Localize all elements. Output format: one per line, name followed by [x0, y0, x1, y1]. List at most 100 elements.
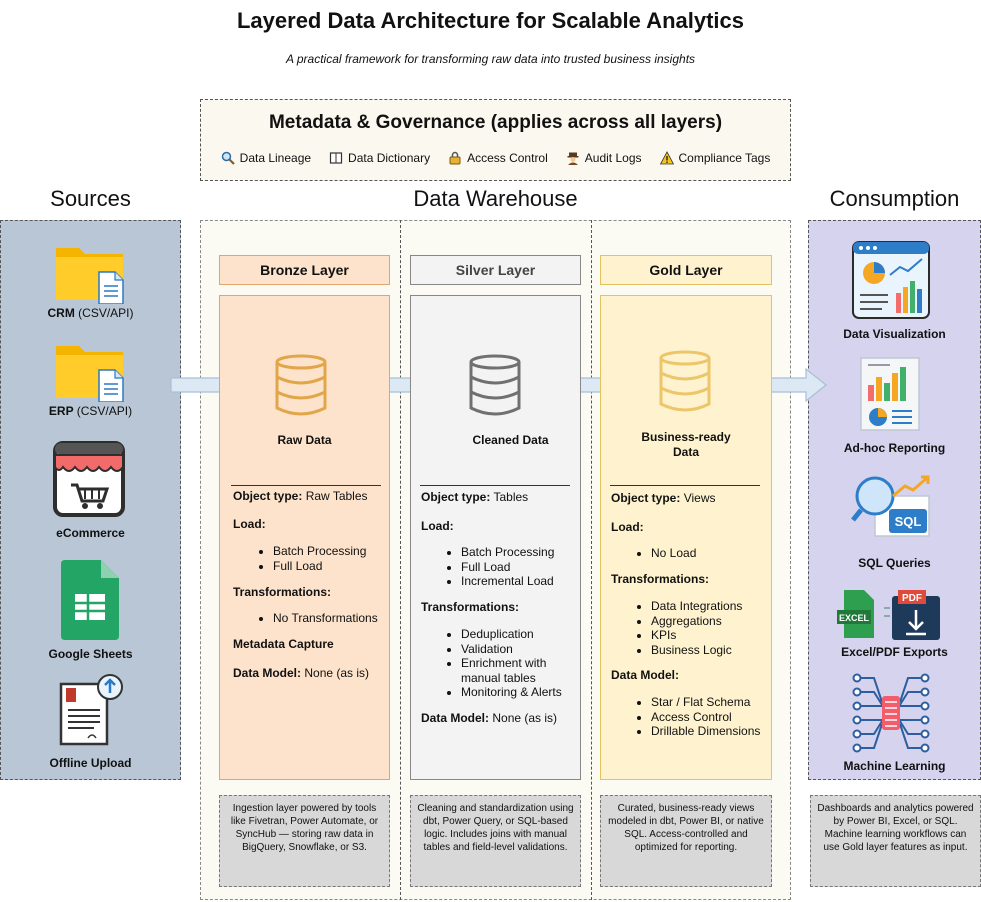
bronze-metadata-capture: Metadata Capture	[233, 637, 334, 652]
silver-load-list: Batch Processing Full Load Incremental L…	[443, 545, 554, 589]
field-value: Raw Tables	[305, 489, 368, 503]
gold-db-label: Business-ready Data	[600, 430, 772, 460]
separator	[420, 485, 570, 486]
detective-icon	[567, 152, 579, 165]
source-note: (CSV/API)	[76, 404, 133, 418]
bronze-db-label: Raw Data	[277, 433, 332, 447]
database-icon	[275, 354, 327, 416]
consumption-machine-learning: Machine Learning	[843, 759, 946, 773]
bronze-note: Ingestion layer powered by tools like Fi…	[219, 795, 390, 887]
source-label: CRM	[47, 306, 75, 320]
governance-item-label: Audit Logs	[584, 151, 642, 165]
field-label: Object type:	[421, 490, 491, 504]
list-item: Star / Flat Schema	[651, 695, 763, 710]
gold-transformations-list: Data Integrations Aggregations KPIs Busi…	[633, 599, 742, 657]
list-item: Enrichment with manual tables	[461, 656, 573, 685]
governance-item-audit: Audit Logs	[566, 151, 642, 165]
field-label: Data Model:	[421, 711, 490, 725]
field-label: Transformations:	[421, 600, 520, 614]
bronze-object-type: Object type: Raw Tables	[233, 489, 368, 504]
field-value: None (as is)	[304, 666, 370, 680]
gold-data-model-list: Star / Flat Schema Access Control Drilla…	[633, 695, 763, 739]
gold-transformations-label: Transformations:	[611, 572, 709, 587]
svg-text:EXCEL: EXCEL	[839, 613, 870, 623]
sql-search-icon: SQL	[851, 475, 930, 537]
silver-layer-body	[410, 295, 581, 780]
field-label: Transformations:	[611, 572, 710, 586]
governance-item-compliance: Compliance Tags	[659, 151, 771, 165]
layer-divider	[591, 220, 592, 900]
source-google-sheets: Google Sheets	[48, 647, 133, 661]
silver-db-label: Cleaned Data	[472, 433, 549, 447]
lock-icon	[449, 151, 461, 165]
field-value: None (as is)	[492, 711, 558, 725]
field-label: Load:	[421, 519, 454, 533]
governance-box: Metadata & Governance (applies across al…	[200, 99, 791, 181]
governance-item-lineage: Data Lineage	[221, 151, 311, 165]
svg-text:SQL: SQL	[895, 514, 922, 529]
source-offline-upload: Offline Upload	[49, 756, 132, 770]
governance-items: Data Lineage Data Dictionary Access Cont…	[201, 151, 790, 165]
bronze-layer-header: Bronze Layer	[219, 255, 390, 285]
gold-data-model-label: Data Model:	[611, 668, 679, 683]
governance-item-access: Access Control	[448, 151, 548, 165]
consumption-excel-pdf-exports: Excel/PDF Exports	[841, 645, 948, 659]
field-label: Load:	[611, 520, 644, 534]
separator	[610, 485, 760, 486]
field-label: Transformations:	[233, 585, 332, 599]
consumption-heading: Consumption	[829, 186, 960, 211]
list-item: Drillable Dimensions	[651, 724, 763, 739]
consumption-data-visualization: Data Visualization	[843, 327, 946, 341]
silver-load-label: Load:	[421, 519, 454, 534]
list-item: Data Integrations	[651, 599, 742, 614]
gold-layer-header: Gold Layer	[600, 255, 772, 285]
source-note: (CSV/API)	[78, 306, 134, 320]
consumption-ad-hoc-reporting: Ad-hoc Reporting	[843, 441, 946, 455]
consumption-sql-queries: SQL Queries	[858, 556, 931, 570]
silver-note: Cleaning and standardization using dbt, …	[410, 795, 581, 887]
report-icon	[860, 357, 920, 431]
governance-item-label: Compliance Tags	[678, 151, 771, 165]
bronze-load-list: Batch Processing Full Load	[255, 544, 366, 573]
sheets-icon	[61, 560, 119, 640]
field-label: Data Model:	[233, 666, 302, 680]
consumption-note: Dashboards and analytics powered by Powe…	[810, 795, 981, 887]
list-item: Full Load	[273, 559, 366, 574]
magnifier-icon	[221, 151, 235, 165]
list-item: Business Logic	[651, 643, 742, 658]
field-value: Tables	[493, 490, 529, 504]
database-icon	[469, 354, 521, 416]
bronze-data-model: Data Model: None (as is)	[233, 666, 369, 681]
excel-pdf-icon: EXCEL PDF	[837, 590, 940, 640]
governance-item-label: Data Lineage	[239, 151, 312, 165]
list-item: Access Control	[651, 710, 763, 725]
gold-object-type: Object type: Views	[611, 491, 716, 506]
book-icon	[329, 152, 343, 164]
gold-note: Curated, business-ready views modeled in…	[600, 795, 772, 887]
silver-object-type: Object type: Tables	[421, 490, 528, 505]
source-ecommerce: eCommerce	[56, 526, 125, 540]
list-item: Monitoring & Alerts	[461, 685, 573, 700]
list-item: Batch Processing	[461, 545, 554, 560]
separator	[231, 485, 381, 486]
list-item: Incremental Load	[461, 574, 554, 589]
list-item: Full Load	[461, 560, 554, 575]
silver-data-model: Data Model: None (as is)	[421, 711, 557, 726]
database-icon	[659, 350, 711, 412]
bronze-load-label: Load:	[233, 517, 266, 532]
warehouse-heading: Data Warehouse	[413, 186, 578, 211]
warning-icon	[659, 151, 674, 165]
dashboard-icon	[852, 241, 930, 319]
list-item: KPIs	[651, 628, 742, 643]
source-label: ERP	[48, 404, 74, 418]
bronze-layer-body	[219, 295, 390, 780]
gold-layer-body	[600, 295, 772, 780]
field-value: Views	[683, 491, 716, 505]
silver-transformations-label: Transformations:	[421, 600, 519, 615]
list-item: No Load	[651, 546, 696, 561]
page-subtitle: A practical framework for transforming r…	[285, 52, 696, 66]
list-item: Batch Processing	[273, 544, 366, 559]
list-item: Aggregations	[651, 614, 742, 629]
silver-layer-header: Silver Layer	[410, 255, 581, 285]
gold-load-label: Load:	[611, 520, 644, 535]
